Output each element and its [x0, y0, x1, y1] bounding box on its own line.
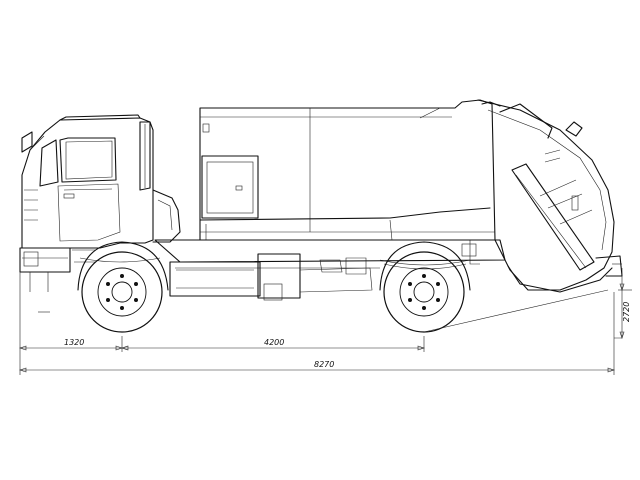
- packer-blade: [511, 163, 595, 271]
- rear-wheel: [379, 241, 471, 333]
- height-label: 2720: [622, 302, 631, 322]
- body-access-door: [201, 155, 259, 219]
- dimension-lines: [19, 250, 632, 375]
- side-mirror: [21, 131, 33, 153]
- chassis-frame: [79, 239, 506, 301]
- windshield: [39, 139, 59, 187]
- rear-loader-tailgate: [461, 99, 623, 293]
- cab-door-window: [59, 137, 117, 183]
- overall-length-label: 8270: [314, 360, 334, 369]
- wheelbase-label: 4200: [264, 338, 284, 347]
- fuel-tank: [169, 261, 261, 297]
- hydraulic-cylinder-mount: [565, 121, 583, 137]
- front-wheel: [77, 241, 169, 333]
- departure-angle-line: [423, 289, 609, 333]
- refuse-body: [199, 99, 496, 241]
- front-overhang-label: 1320: [64, 338, 84, 347]
- truck-cab: [19, 114, 181, 292]
